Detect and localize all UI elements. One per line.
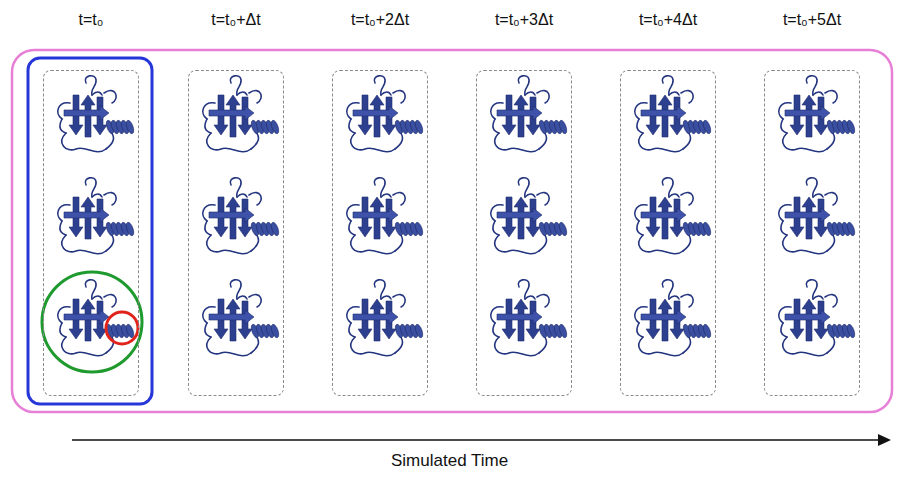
protein-cartoon — [491, 178, 568, 254]
snapshot-box — [43, 70, 139, 396]
molecule-circle — [42, 272, 142, 372]
snapshot-box — [476, 70, 572, 396]
time-frame: t=t₀+3Δt — [459, 8, 589, 396]
time-label: t=t₀+4Δt — [603, 8, 733, 32]
axis-label: Simulated Time — [391, 450, 508, 472]
protein-cartoon — [347, 76, 424, 152]
protein-cartoon — [635, 280, 712, 356]
time-label: t=t₀ — [26, 8, 156, 32]
protein-cartoon — [779, 76, 856, 152]
protein-cartoon — [779, 178, 856, 254]
protein-cartoon — [347, 178, 424, 254]
time-label: t=t₀+Δt — [171, 8, 301, 32]
protein-cartoon — [635, 76, 712, 152]
snapshot-box — [332, 70, 428, 396]
protein-cartoon — [779, 280, 856, 356]
protein-copies — [58, 76, 856, 356]
time-frame: t=t₀+5Δt — [747, 8, 877, 396]
snapshot-box — [764, 70, 860, 396]
time-frame: t=t₀+4Δt — [603, 8, 733, 396]
protein-cartoon — [58, 76, 135, 152]
snapshot-box — [620, 70, 716, 396]
residue-circle — [106, 312, 138, 344]
time-label: t=t₀+5Δt — [747, 8, 877, 32]
time-axis — [72, 439, 880, 441]
time-arrowhead — [878, 434, 891, 446]
protein-cartoon — [203, 280, 280, 356]
protein-cartoon — [491, 280, 568, 356]
time-frame: t=t₀+2Δt — [315, 8, 445, 396]
snapshot-box — [188, 70, 284, 396]
protein-cartoon — [635, 178, 712, 254]
time-label: t=t₀+3Δt — [459, 8, 589, 32]
time-label: t=t₀+2Δt — [315, 8, 445, 32]
protein-cartoon — [491, 76, 568, 152]
protein-cartoon — [58, 178, 135, 254]
protein-cartoon — [347, 280, 424, 356]
protein-cartoon — [203, 76, 280, 152]
protein-cartoon — [203, 178, 280, 254]
snapshot-frame — [28, 58, 152, 404]
time-frame: t=t₀ — [26, 8, 156, 396]
ensemble-frame — [12, 50, 892, 412]
time-frame: t=t₀+Δt — [171, 8, 301, 396]
